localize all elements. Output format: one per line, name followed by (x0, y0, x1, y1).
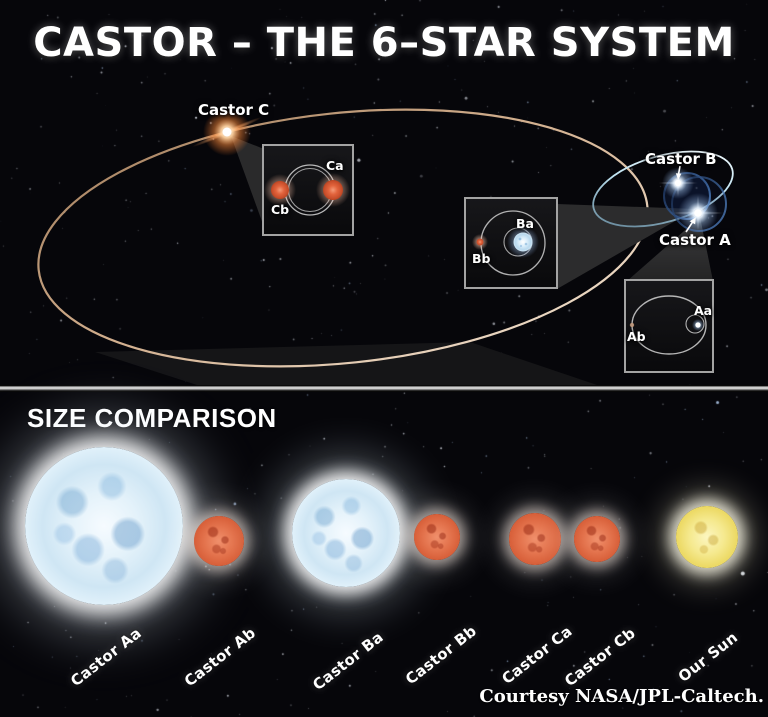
star-castor-c (192, 108, 262, 156)
star-cb (271, 181, 289, 199)
size-star-castor-aa (25, 447, 183, 605)
star-ca (323, 180, 343, 200)
page-title: CASTOR – THE 6–STAR SYSTEM (33, 20, 735, 66)
orbit-diagram-svg (37, 108, 734, 386)
castor-a-label: Castor A (659, 231, 731, 249)
zoom-wedge-a (627, 217, 713, 281)
inset-a-label-a: Aa (694, 303, 713, 318)
inset-b-box (464, 197, 558, 289)
star-bb (476, 238, 484, 246)
size-star-castor-ca (509, 513, 561, 565)
size-star-castor-cb (574, 516, 620, 562)
inset-c-label-a: Ca (326, 158, 344, 173)
castor-b-orbit (592, 150, 734, 228)
size-star-our-sun (676, 506, 738, 568)
castor-b-label: Castor B (645, 150, 717, 168)
zoom-wedge-c (231, 136, 264, 227)
castor-c-label: Castor C (198, 101, 270, 119)
inset-a-inner-orbit (685, 314, 705, 334)
size-star-castor-bb (414, 514, 460, 560)
section-divider (0, 385, 768, 392)
size-star-castor-ba (292, 479, 400, 587)
zoom-wedge-b (557, 204, 696, 289)
size-comparison-heading: SIZE COMPARISON (27, 403, 277, 433)
star-ba (513, 232, 533, 252)
credit-line: Courtesy NASA/JPL-Caltech. (479, 686, 764, 707)
castor-b-pointer-arrow (675, 165, 682, 180)
size-star-castor-ab (194, 516, 244, 566)
inset-a-label-b: Ab (627, 329, 646, 344)
inset-a-box (624, 279, 714, 373)
inset-c-label-b: Cb (271, 202, 290, 217)
star-aa (695, 322, 701, 328)
castor-c-wide-orbit (37, 108, 649, 368)
star-castor-a (672, 193, 724, 233)
inset-c-box (262, 144, 354, 236)
star-ab (629, 322, 635, 328)
castor-a-pointer-arrow (685, 217, 696, 233)
inset-b-label-a: Ba (516, 216, 534, 231)
inset-b-label-b: Bb (472, 251, 491, 266)
